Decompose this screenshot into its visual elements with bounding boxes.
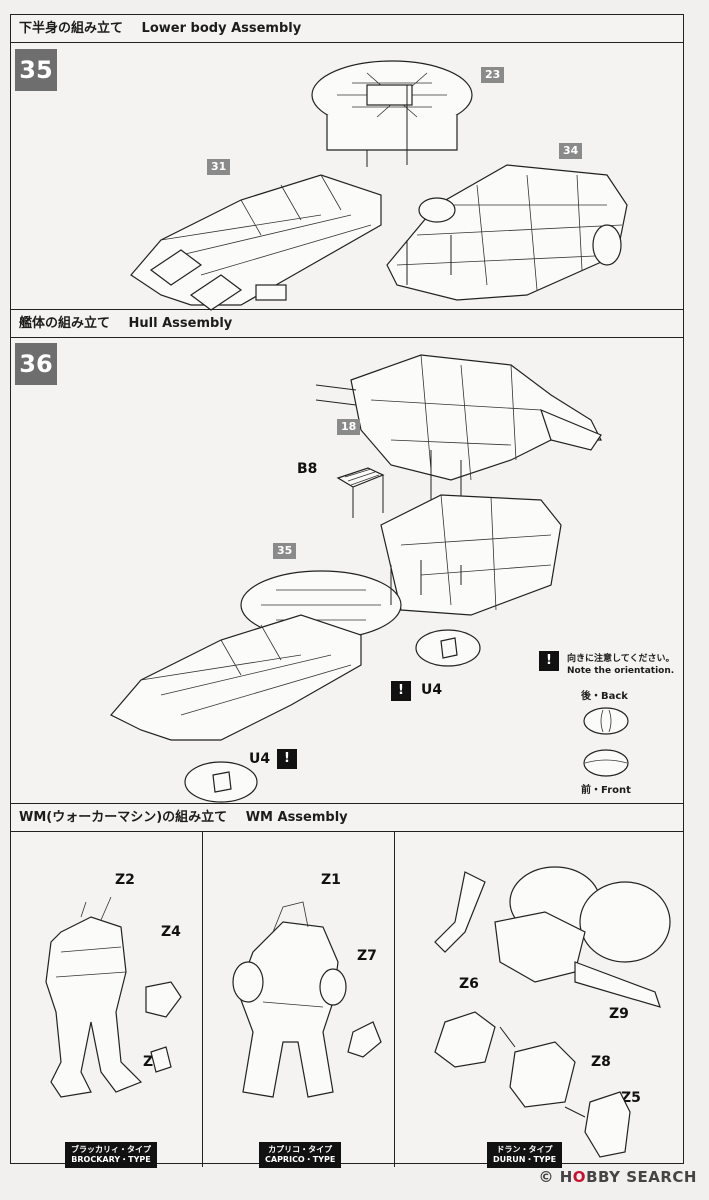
wm-panel-brockary: Z2 Z4 Z3 ブラッカリィ・タイプ BROCKARY・TYPE xyxy=(11,832,203,1168)
part-label-Z4: Z4 xyxy=(161,924,181,940)
watermark-copyright: © xyxy=(538,1168,554,1186)
step-35-header: 下半身の組み立て Lower body Assembly xyxy=(11,15,683,43)
part-label-23: 23 xyxy=(481,67,505,83)
wm-title-en: WM Assembly xyxy=(245,810,348,825)
note-back-label: 後・Back xyxy=(581,691,628,702)
part-23-drawing xyxy=(311,60,473,167)
orientation-note: 向きに注意してください。 Note the orientation. xyxy=(567,653,674,677)
wm-panel-durun: Z6 Z9 Z8 Z5 ドラン・タイプ DURUN・TYPE xyxy=(395,832,685,1168)
section-divider xyxy=(11,803,683,804)
watermark-logo-o: O xyxy=(572,1168,587,1186)
caprico-robot-drawing xyxy=(232,901,382,1098)
wm-title-ja: WM(ウォーカーマシン)の組み立て xyxy=(19,810,228,825)
note-ja: 向きに注意してください。 xyxy=(567,654,675,664)
part-B8-drawing xyxy=(336,467,385,518)
part-label-Z2: Z2 xyxy=(115,872,135,888)
note-front-label: 前・Front xyxy=(581,785,631,796)
back-disc-icon xyxy=(583,707,629,735)
durun-type-en: DURUN・TYPE xyxy=(493,1155,557,1164)
part-label-Z8: Z8 xyxy=(591,1054,611,1070)
brockary-type-ja: ブラッカリィ・タイプ xyxy=(71,1145,151,1154)
warning-icon: ! xyxy=(277,749,297,769)
step-35-title-ja: 下半身の組み立て xyxy=(19,21,124,36)
part-U4-right-drawing xyxy=(415,629,481,667)
part-label-Z7: Z7 xyxy=(357,948,377,964)
part-label-Z5: Z5 xyxy=(621,1090,641,1106)
wm-panel-caprico: Z1 Z7 カプリコ・タイプ CAPRICO・TYPE xyxy=(203,832,395,1168)
part-label-Z9: Z9 xyxy=(609,1006,629,1022)
step-36-title-en: Hull Assembly xyxy=(128,316,233,331)
step-35-number: 35 xyxy=(15,49,57,91)
brockary-robot-drawing xyxy=(45,896,182,1098)
wm-section-body: Z2 Z4 Z3 ブラッカリィ・タイプ BROCKARY・TYPE Z1 Z7 xyxy=(11,804,685,1168)
watermark-suffix: SEARCH xyxy=(626,1168,697,1186)
part-label-Z1: Z1 xyxy=(321,872,341,888)
brockary-type-en: BROCKARY・TYPE xyxy=(71,1155,151,1164)
wm-section-header: WM(ウォーカーマシン)の組み立て WM Assembly xyxy=(11,804,683,832)
caprico-type-en: CAPRICO・TYPE xyxy=(265,1155,336,1164)
part-label-U4-right: U4 xyxy=(421,682,443,698)
part-label-35: 35 xyxy=(273,543,297,559)
part-34-drawing xyxy=(386,164,628,301)
part-label-Z6: Z6 xyxy=(459,976,479,992)
part-35-drawing xyxy=(110,494,562,741)
caprico-type-ja: カプリコ・タイプ xyxy=(268,1145,333,1154)
watermark: © HOBBY SEARCH xyxy=(539,1168,698,1186)
warning-icon: ! xyxy=(391,681,411,701)
note-en: Note the orientation. xyxy=(567,666,675,676)
part-label-U4-left: U4 xyxy=(249,751,271,767)
front-disc-icon xyxy=(583,749,629,777)
part-31-drawing xyxy=(130,174,382,311)
step-36-title-ja: 艦体の組み立て xyxy=(19,316,111,331)
caprico-type-label: カプリコ・タイプ CAPRICO・TYPE xyxy=(259,1142,342,1168)
watermark-text: BBY xyxy=(586,1168,621,1186)
step-36-number: 36 xyxy=(15,343,57,385)
brockary-type-label: ブラッカリィ・タイプ BROCKARY・TYPE xyxy=(65,1142,157,1168)
part-label-18: 18 xyxy=(337,419,361,435)
watermark-logo: H xyxy=(559,1168,573,1186)
durun-type-label: ドラン・タイプ DURUN・TYPE xyxy=(487,1142,563,1168)
instruction-frame: 下半身の組み立て Lower body Assembly 35 23 31 xyxy=(10,14,685,1168)
step-36-header: 艦体の組み立て Hull Assembly xyxy=(11,310,683,338)
part-U4-left-drawing xyxy=(184,761,258,803)
durun-type-ja: ドラン・タイプ xyxy=(496,1145,553,1154)
step-35-title-en: Lower body Assembly xyxy=(141,21,302,36)
part-label-34: 34 xyxy=(559,143,583,159)
durun-robot-drawing xyxy=(434,866,671,1158)
step-divider xyxy=(11,309,683,310)
warning-icon: ! xyxy=(539,651,559,671)
part-label-31: 31 xyxy=(207,159,231,175)
part-label-B8: B8 xyxy=(297,461,318,477)
